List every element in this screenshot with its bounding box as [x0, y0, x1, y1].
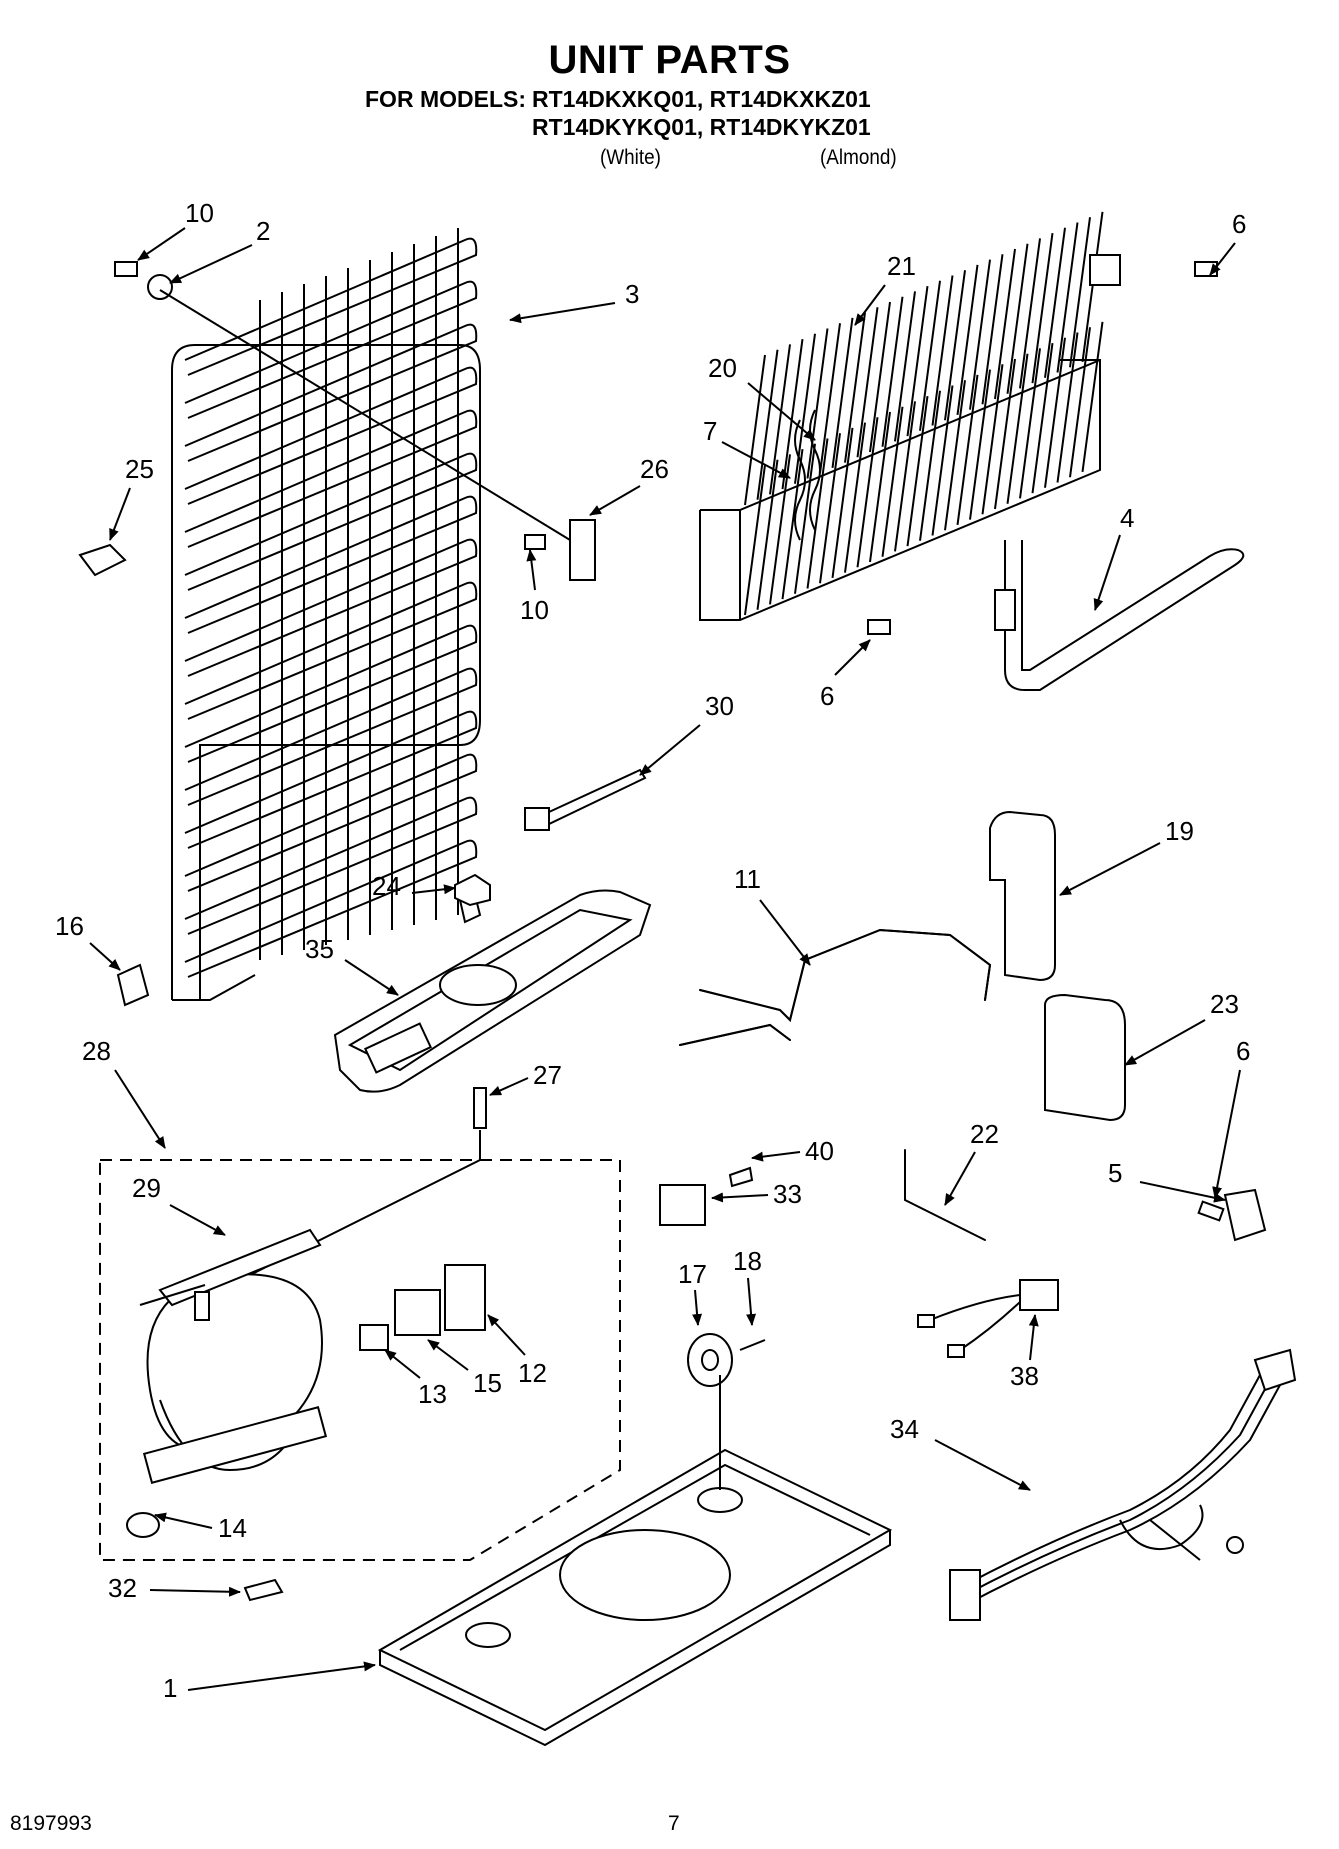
callout-14: 14 [218, 1513, 247, 1543]
callout-6b: 6 [820, 681, 834, 711]
terminal-block [659, 1166, 754, 1226]
models-line-1: RT14DKXKQ01, RT14DKXKZ01 [532, 86, 871, 112]
drain-pan [333, 889, 652, 1129]
clip-32 [243, 1578, 284, 1602]
callout-10b: 10 [520, 595, 549, 625]
callout-5: 5 [1108, 1158, 1122, 1188]
callout-19: 19 [1165, 816, 1194, 846]
grommet-and-screw [687, 1333, 766, 1387]
insulation-pad-23 [1044, 993, 1126, 1122]
page-number: 7 [668, 1812, 680, 1835]
callout-24: 24 [372, 871, 401, 901]
color-white-label: (White) [600, 146, 661, 169]
mounting-bracket [1197, 1188, 1267, 1242]
callout-20: 20 [708, 353, 737, 383]
insulation-pad-19 [989, 810, 1056, 982]
callout-38: 38 [1010, 1361, 1039, 1391]
callout-11: 11 [734, 864, 761, 894]
condenser-coil [171, 228, 481, 1001]
screw-10b [524, 534, 546, 550]
power-harness [949, 1348, 1297, 1621]
callout-10a: 10 [185, 198, 214, 228]
compressor [126, 1228, 328, 1538]
callout-6a: 6 [1232, 209, 1246, 239]
nut-24 [454, 873, 491, 907]
callout-2: 2 [256, 216, 270, 246]
callout-17: 17 [678, 1259, 707, 1289]
page-title: UNIT PARTS [548, 38, 791, 82]
start-relay [359, 1264, 486, 1351]
tubing [679, 928, 992, 1046]
bracket-26 [569, 519, 596, 581]
callout-3: 3 [625, 279, 639, 309]
callout-28: 28 [82, 1036, 111, 1066]
callout-30: 30 [705, 691, 734, 721]
callout-1: 1 [163, 1673, 177, 1703]
drain-tube [904, 1149, 986, 1241]
callout-7: 7 [703, 416, 717, 446]
callout-4: 4 [1120, 503, 1134, 533]
callout-25: 25 [125, 454, 154, 484]
defrost-heater [994, 540, 1245, 691]
callout-13: 13 [418, 1379, 447, 1409]
callout-16: 16 [55, 911, 84, 941]
callout-27: 27 [533, 1060, 562, 1090]
document-number: 8197993 [10, 1812, 92, 1835]
cable-tie [524, 768, 647, 831]
evaporator [699, 211, 1121, 621]
callout-40: 40 [805, 1136, 834, 1166]
callout-26: 26 [640, 454, 669, 484]
for-models-label: FOR MODELS: [365, 86, 526, 112]
screw-6b [867, 619, 891, 635]
color-almond-label: (Almond) [820, 146, 897, 169]
clip-16 [116, 963, 150, 1007]
callout-21: 21 [887, 251, 916, 281]
clip-25 [78, 543, 127, 577]
callout-12: 12 [518, 1358, 547, 1388]
callout-32: 32 [108, 1573, 137, 1603]
callout-29: 29 [132, 1173, 161, 1203]
base-plate [377, 1375, 893, 1747]
screw-10a [114, 261, 138, 277]
callout-22: 22 [970, 1119, 999, 1149]
callout-33: 33 [773, 1179, 802, 1209]
callout-35: 35 [305, 934, 334, 964]
callout-15: 15 [473, 1368, 502, 1398]
wire-harness-small [917, 1279, 1059, 1358]
callout-23: 23 [1210, 989, 1239, 1019]
models-line-2: RT14DKYKQ01, RT14DKYKZ01 [532, 114, 871, 140]
callout-34: 34 [890, 1414, 919, 1444]
callouts: 10 2 3 21 6 20 7 25 26 4 10 6 30 19 24 1… [55, 198, 1250, 1703]
callout-6c: 6 [1236, 1036, 1250, 1066]
callout-18: 18 [733, 1246, 762, 1276]
